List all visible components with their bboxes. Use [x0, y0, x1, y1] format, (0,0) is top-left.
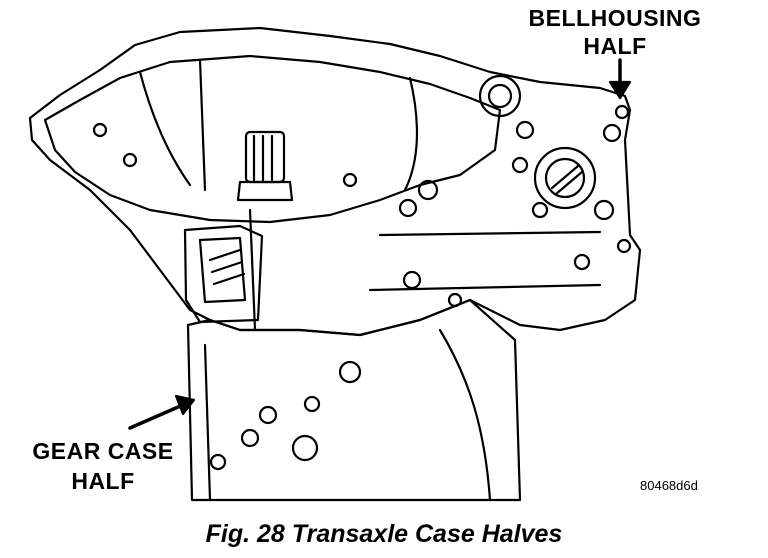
input-shaft: [244, 130, 286, 184]
shift-cover: [183, 224, 264, 324]
bellhousing-half-callout: BELLHOUSING HALF: [500, 4, 730, 60]
bellhousing-callout-line-2: HALF: [583, 33, 647, 59]
gear-case-callout-line-2: HALF: [71, 468, 135, 494]
gear-case-arrow: [128, 402, 187, 430]
bellhousing-body: [28, 26, 642, 337]
axle-seal: [533, 146, 597, 210]
figure-code: 80468d6d: [640, 478, 698, 493]
gear-case-callout-line-1: GEAR CASE: [32, 438, 174, 464]
figure-caption: Fig. 28 Transaxle Case Halves: [205, 520, 563, 548]
gear-case-half-callout: GEAR CASE HALF: [8, 436, 198, 496]
bellhousing-callout-line-1: BELLHOUSING: [528, 5, 702, 31]
